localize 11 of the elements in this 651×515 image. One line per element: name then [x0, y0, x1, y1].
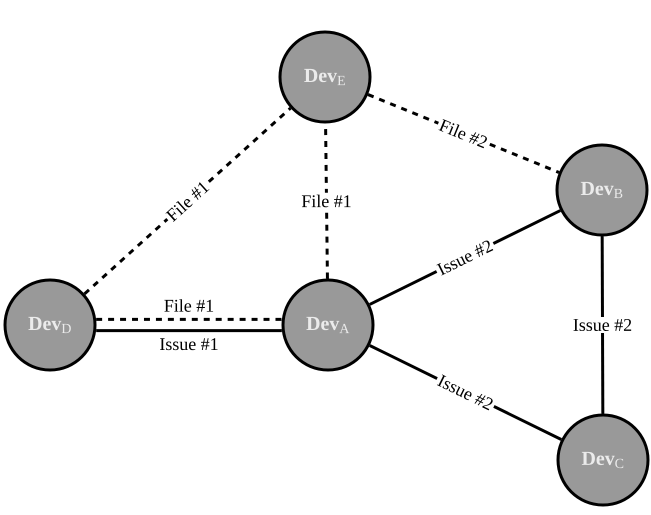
connector-line — [96, 318, 282, 321]
edge-label: File #2 — [435, 116, 492, 152]
edge-label: Issue #2 — [570, 316, 634, 333]
edge-label: File #1 — [164, 299, 214, 312]
edge-label: Issue #1 — [160, 338, 218, 350]
edge-label: Issue #2 — [434, 371, 498, 414]
edge-label: File #1 — [162, 176, 214, 226]
edge-label: File #1 — [299, 192, 354, 210]
edge-label: Issue #2 — [433, 236, 497, 279]
connector-line — [600, 236, 604, 414]
connector-line — [96, 329, 282, 332]
